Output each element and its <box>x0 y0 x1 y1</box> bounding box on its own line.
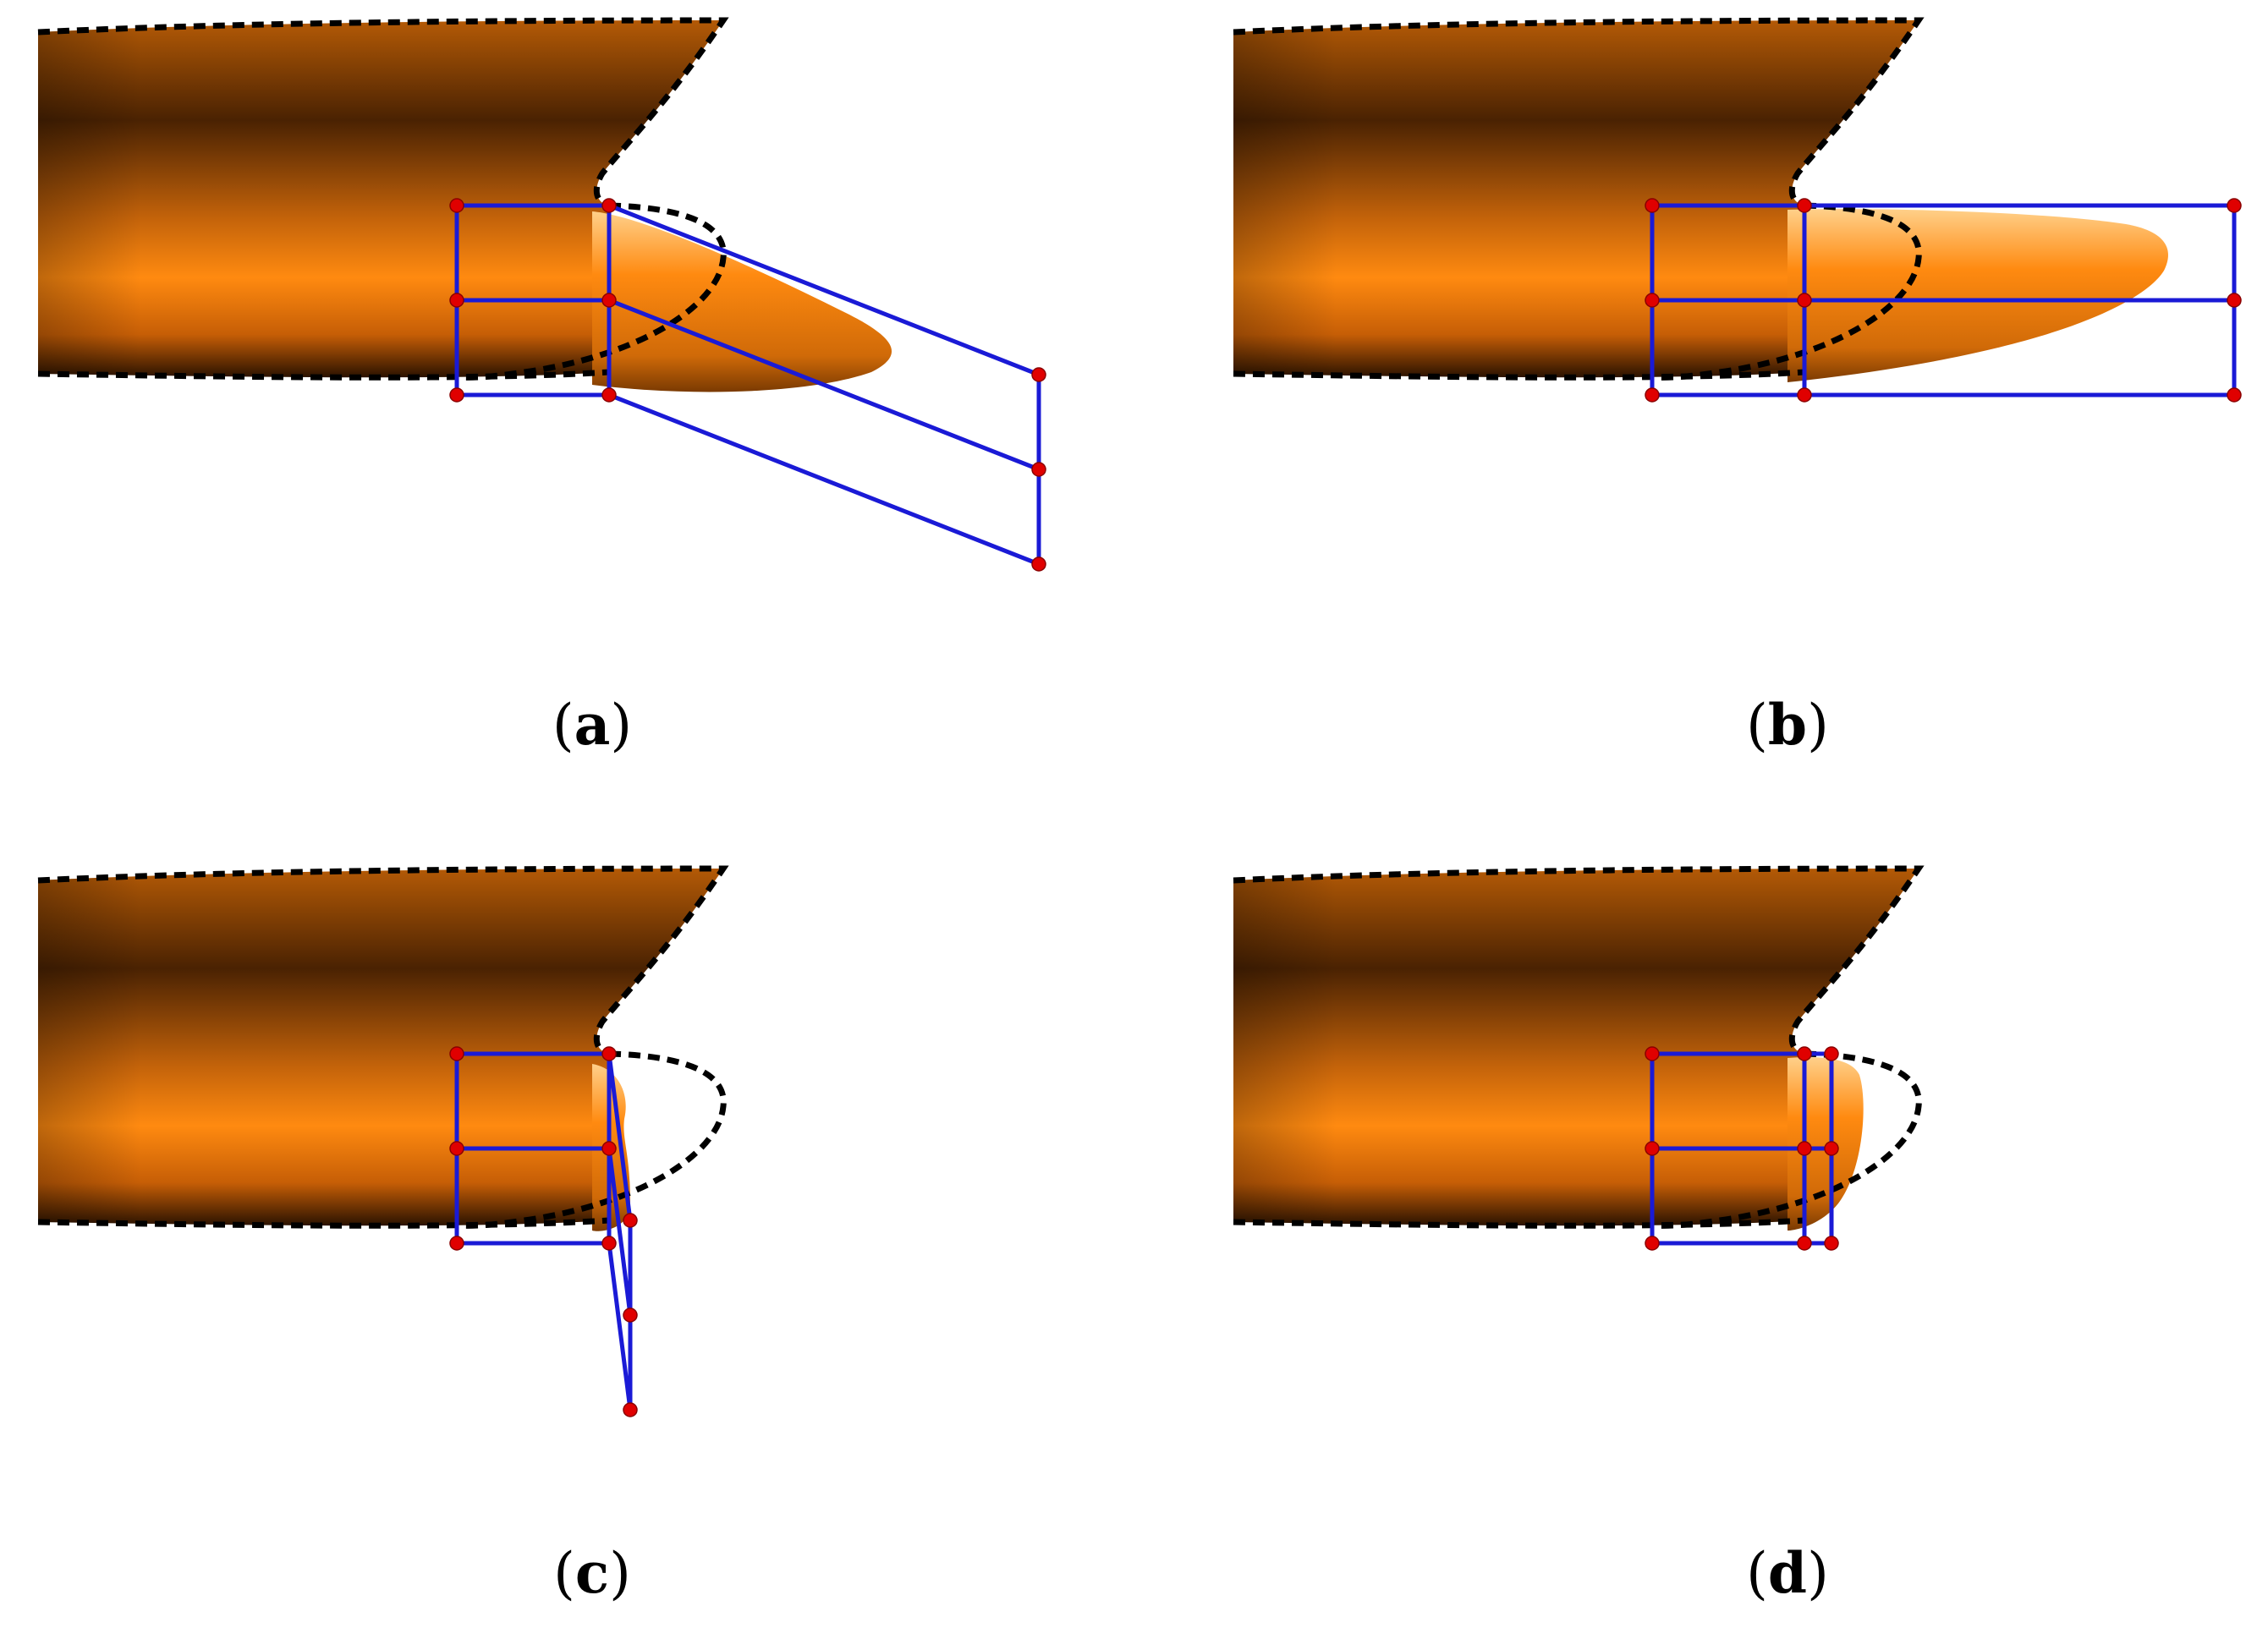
control-point <box>1645 387 1660 403</box>
caption-label: b <box>1768 692 1807 758</box>
control-point <box>1645 293 1660 308</box>
ffd-lattice <box>449 198 1046 572</box>
control-point <box>1824 1046 1839 1061</box>
original-bulb-outline <box>1651 202 1922 381</box>
bulb-surface <box>1787 209 2168 382</box>
hull-shading <box>1233 869 1919 1226</box>
lattice-edge <box>607 203 1041 377</box>
control-point <box>1797 387 1812 403</box>
control-point <box>601 387 617 403</box>
caption-open: ( <box>1746 693 1768 758</box>
panel-b: (b) <box>1233 17 2242 758</box>
caption-close: ) <box>1807 1541 1829 1606</box>
hull-outline-top <box>37 865 729 1057</box>
caption-open: ( <box>552 693 574 758</box>
lattice-edge <box>607 392 1041 567</box>
hull-outline-bottom <box>1233 1217 1805 1229</box>
hull-shading <box>38 869 723 1226</box>
control-point <box>2227 293 2242 308</box>
lattice-edge <box>607 298 1041 472</box>
hull-outline-top <box>1233 17 1925 209</box>
panel-c: (c) <box>37 865 729 1606</box>
control-point <box>623 1213 638 1228</box>
control-point <box>601 198 617 213</box>
ffd-lattice <box>449 1046 638 1417</box>
control-point <box>2227 387 2242 403</box>
control-point <box>1645 1236 1660 1251</box>
control-point <box>449 198 464 213</box>
control-point <box>1824 1236 1839 1251</box>
hull-outline-bottom <box>1233 369 1805 381</box>
caption-close: ) <box>1807 693 1829 758</box>
hull-outline-top <box>37 17 729 209</box>
panel-caption: (c) <box>553 1540 631 1606</box>
bulb-surface <box>592 211 892 392</box>
control-point <box>1645 1141 1660 1156</box>
control-point <box>449 1141 464 1156</box>
control-point <box>449 1046 464 1061</box>
control-point <box>449 293 464 308</box>
ffd-lattice <box>1645 1046 1839 1251</box>
control-point <box>1797 293 1812 308</box>
caption-label: a <box>574 692 611 758</box>
control-point <box>601 1141 617 1156</box>
lattice-edge <box>607 1146 633 1318</box>
caption-open: ( <box>1746 1541 1768 1606</box>
panel-caption: (d) <box>1746 1540 1829 1606</box>
control-point <box>1645 1046 1660 1061</box>
control-point <box>1645 198 1660 213</box>
original-bulb-outline <box>1651 1050 1922 1229</box>
hull-outline-bottom <box>37 369 610 381</box>
hull-outline-bottom <box>37 1217 610 1229</box>
original-bulb-outline <box>456 1050 727 1229</box>
control-point <box>623 1402 638 1417</box>
caption-label: c <box>575 1540 609 1606</box>
lattice-edge <box>607 1051 633 1223</box>
hull-shading <box>1233 20 1919 378</box>
panel-caption: (a) <box>552 692 632 758</box>
control-point <box>1797 1046 1812 1061</box>
control-point <box>449 1236 464 1251</box>
control-point <box>1797 1236 1812 1251</box>
control-point <box>1031 367 1046 382</box>
control-point <box>1797 1141 1812 1156</box>
caption-close: ) <box>610 693 632 758</box>
hull-shading <box>38 20 723 378</box>
ffd-lattice <box>1645 198 2242 403</box>
control-point <box>601 1236 617 1251</box>
panel-caption: (b) <box>1746 692 1829 758</box>
control-point <box>2227 198 2242 213</box>
lattice-edge <box>607 1241 633 1412</box>
control-point <box>1797 198 1812 213</box>
original-bulb-outline <box>456 202 727 381</box>
control-point <box>601 1046 617 1061</box>
panel-d: (d) <box>1233 865 1925 1606</box>
caption-label: d <box>1768 1540 1807 1606</box>
control-point <box>449 387 464 403</box>
hull-outline-top <box>1233 865 1925 1057</box>
control-point <box>1031 462 1046 477</box>
control-point <box>623 1307 638 1323</box>
control-point <box>601 293 617 308</box>
caption-close: ) <box>609 1541 631 1606</box>
control-point <box>1824 1141 1839 1156</box>
panel-a: (a) <box>37 17 1046 758</box>
control-point <box>1031 556 1046 572</box>
caption-open: ( <box>553 1541 575 1606</box>
